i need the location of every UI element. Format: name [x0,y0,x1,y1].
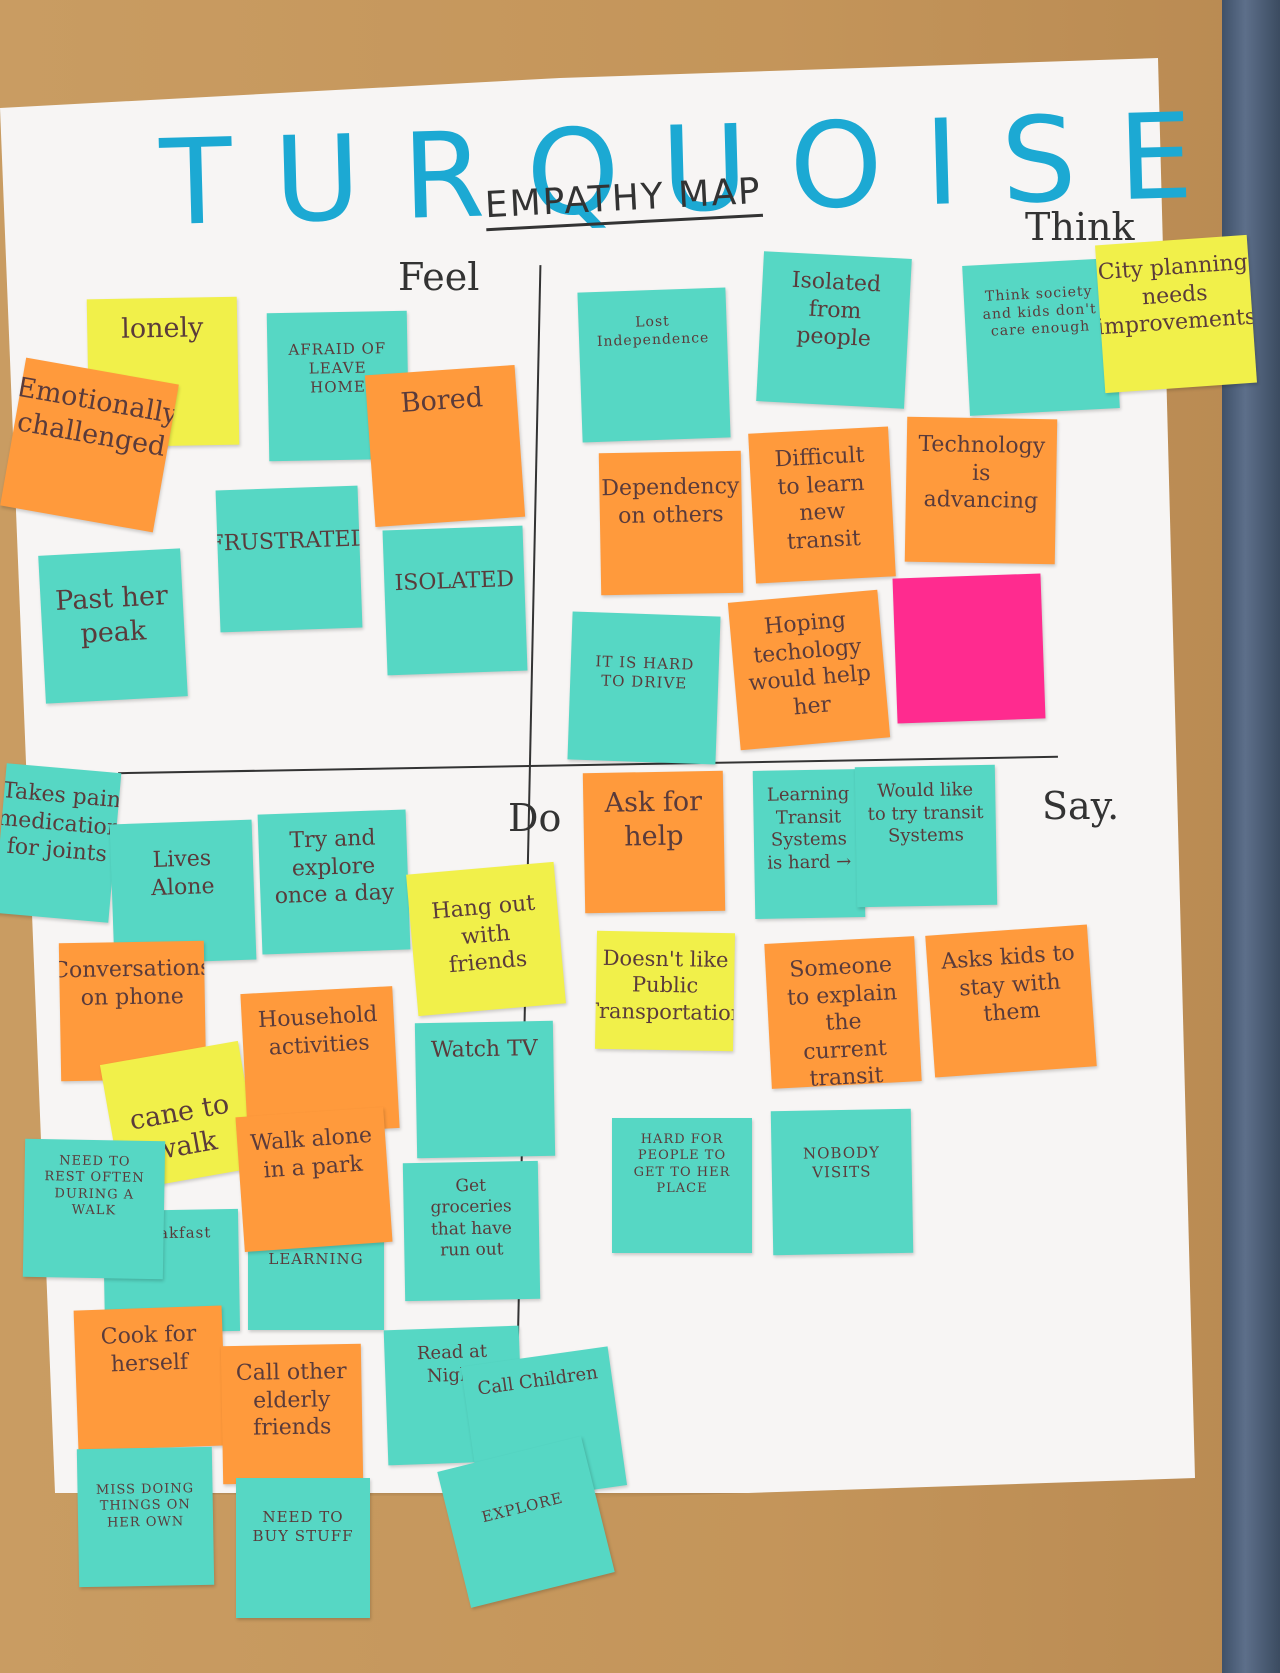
sticky-note: Think society and kids don't care enough [962,258,1120,416]
quadrant-say-label: Say. [1042,784,1120,828]
sticky-note: Isolated from people [756,251,912,409]
sticky-note: Learning Transit Systems is hard → [752,769,866,919]
sticky-note: Dependency on others [598,450,744,596]
sticky-note: NEED TO REST OFTEN DURING A WALK [22,1138,166,1280]
sticky-note: Walk alone in a park [235,1107,393,1252]
sticky-note: Try and explore once a day [257,809,411,955]
sticky-note: Ask for help [582,770,726,914]
sticky-note: Call other elderly friends [220,1343,364,1485]
sticky-note [892,573,1046,724]
sticky-note: IT IS HARD TO DRIVE [567,611,721,765]
sticky-note: FRUSTRATED [215,485,363,633]
sticky-note: Cook for herself [73,1305,227,1451]
sticky-note: Doesn't like Public Transportation [594,930,736,1052]
sticky-note: Hoping techology would help her [727,589,891,751]
sticky-note: Hang out with friends [406,861,566,1017]
sticky-note: Would like to try transit Systems [854,764,998,908]
sticky-note: Emotionally challenged [0,357,179,533]
sticky-note: Lost Independence [577,287,731,443]
sticky-note: Asks kids to stay with them [925,924,1097,1078]
sticky-note: NOBODY VISITS [770,1108,914,1256]
sticky-note: Bored [364,364,526,528]
sticky-note: Watch TV [414,1020,556,1159]
sticky-note: NEED TO BUY STUFF [236,1478,370,1618]
sticky-note: ISOLATED [382,525,528,676]
quadrant-think-label: Think [1025,205,1135,249]
sticky-note: Difficult to learn new transit [748,426,896,584]
sticky-note: Past her peak [38,548,188,704]
sticky-note: MISS DOING THINGS ON HER OWN [76,1446,215,1588]
sticky-note: Get groceries that have run out [402,1160,541,1302]
sticky-note: Takes pain medication for joints [0,763,122,923]
quadrant-do-label: Do [508,796,562,840]
quadrant-feel-label: Feel [398,255,480,299]
sticky-note: HARD FOR PEOPLE TO GET TO HER PLACE [612,1118,752,1253]
sticky-note: Someone to explain the current transit [764,936,922,1089]
sticky-note: City planning needs improvements [1095,234,1257,394]
sticky-note: Technology is advancing [904,416,1058,565]
